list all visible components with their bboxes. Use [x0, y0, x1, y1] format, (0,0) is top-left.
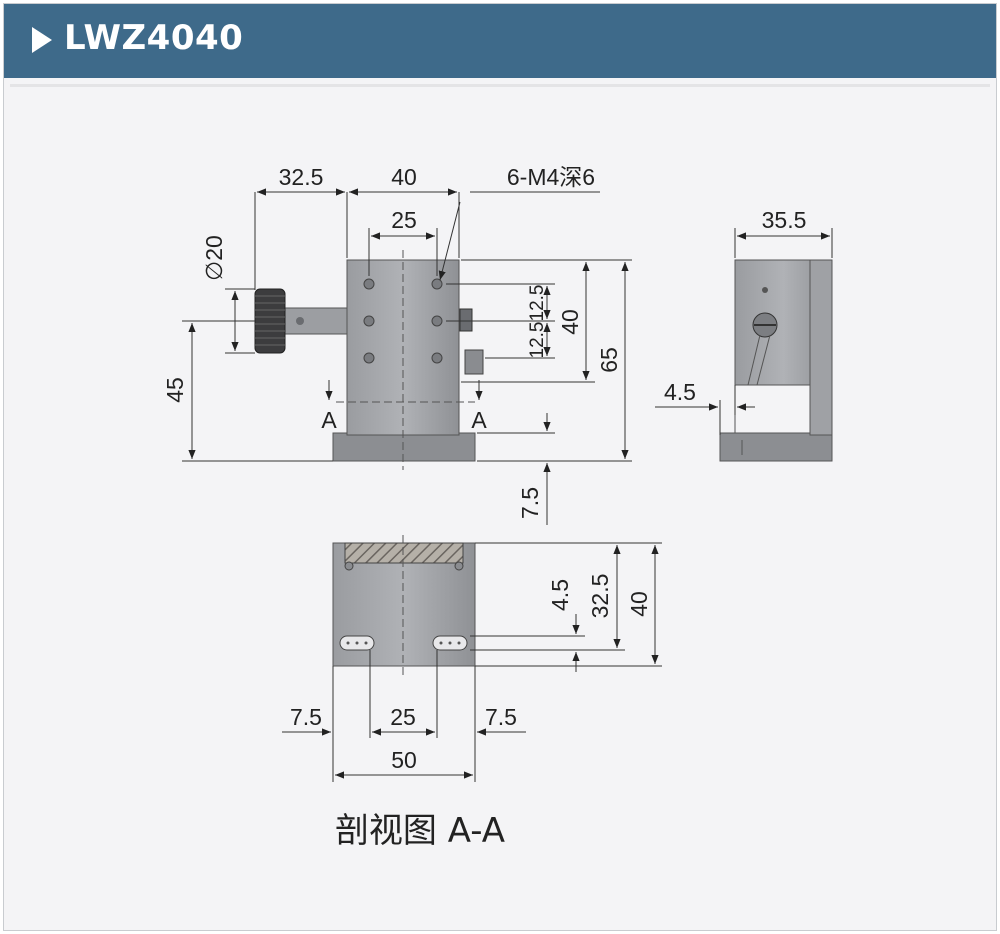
- section-dim-32-5-label: 32.5: [587, 574, 613, 619]
- lock-screw: [459, 308, 473, 332]
- dim-25-label: 25: [391, 207, 417, 233]
- section-dim-50-label: 50: [391, 747, 417, 773]
- dim-32-5-label: 32.5: [279, 164, 324, 190]
- dim-45-label: 45: [162, 377, 188, 403]
- side-dim-35-5-label: 35.5: [762, 207, 807, 233]
- hole-spec-note: 6-M4深6: [507, 164, 595, 190]
- title-bar: LWZ4040: [4, 4, 996, 78]
- side-gap: [734, 384, 811, 434]
- adjustment-knob: [254, 288, 286, 354]
- section-mark-left: A: [321, 407, 337, 433]
- section-mark-right: A: [471, 407, 487, 433]
- product-title: LWZ4040: [64, 18, 244, 58]
- lock-lever: [464, 349, 484, 375]
- lead-screw-shaft: [282, 307, 348, 335]
- play-arrow-icon: [32, 27, 52, 53]
- section-dim-4-5-label: 4.5: [547, 579, 573, 611]
- front-base-plate: [332, 432, 476, 462]
- section-dim-7-5-left-label: 7.5: [290, 704, 322, 730]
- section-dim-25-label: 25: [390, 704, 416, 730]
- side-view: 35.5 4.5: [655, 207, 833, 462]
- dim-diameter-20-label: ∅20: [201, 235, 227, 281]
- section-hatch: [344, 542, 464, 564]
- title-divider: [10, 84, 990, 87]
- front-view: 32.5 40 25 6-M4深6 ∅20 45 A A: [162, 164, 632, 525]
- section-dim-7-5-right-label: 7.5: [485, 704, 517, 730]
- side-upright: [809, 259, 833, 436]
- dim-12-5-upper-label: 12.5: [527, 285, 548, 322]
- mounting-holes: [363, 278, 443, 364]
- dim-65-label: 65: [596, 347, 622, 373]
- side-dim-4-5-label: 4.5: [664, 379, 696, 405]
- dim-7-5-label: 7.5: [517, 487, 543, 519]
- side-base-plate: [719, 432, 833, 462]
- section-dim-40-label: 40: [626, 591, 652, 617]
- section-caption: 剖视图 A-A: [335, 811, 505, 851]
- dim-12-5-lower-label: 12.5: [527, 322, 548, 359]
- section-view: 4.5 32.5 40 7.5 25 7.5 50 剖视图 A-A: [282, 535, 662, 851]
- dim-40-vertical-label: 40: [557, 309, 583, 335]
- dim-40-label: 40: [391, 164, 417, 190]
- drawing-frame: LWZ4040: [3, 3, 997, 931]
